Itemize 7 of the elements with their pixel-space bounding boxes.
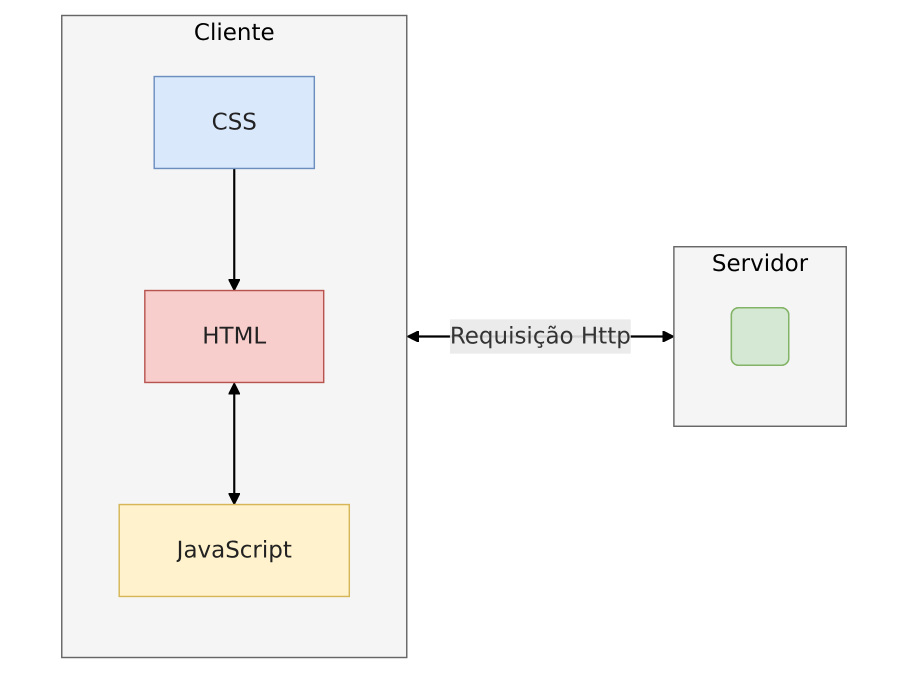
cluster: Servidor <box>672 246 846 427</box>
node-box: JavaScript <box>118 504 350 598</box>
arrow <box>227 168 240 292</box>
node-box: CSS <box>152 76 315 170</box>
arrow <box>227 382 240 506</box>
node-box: HTML <box>144 290 324 384</box>
edge-label: Requisição Http <box>449 322 630 350</box>
